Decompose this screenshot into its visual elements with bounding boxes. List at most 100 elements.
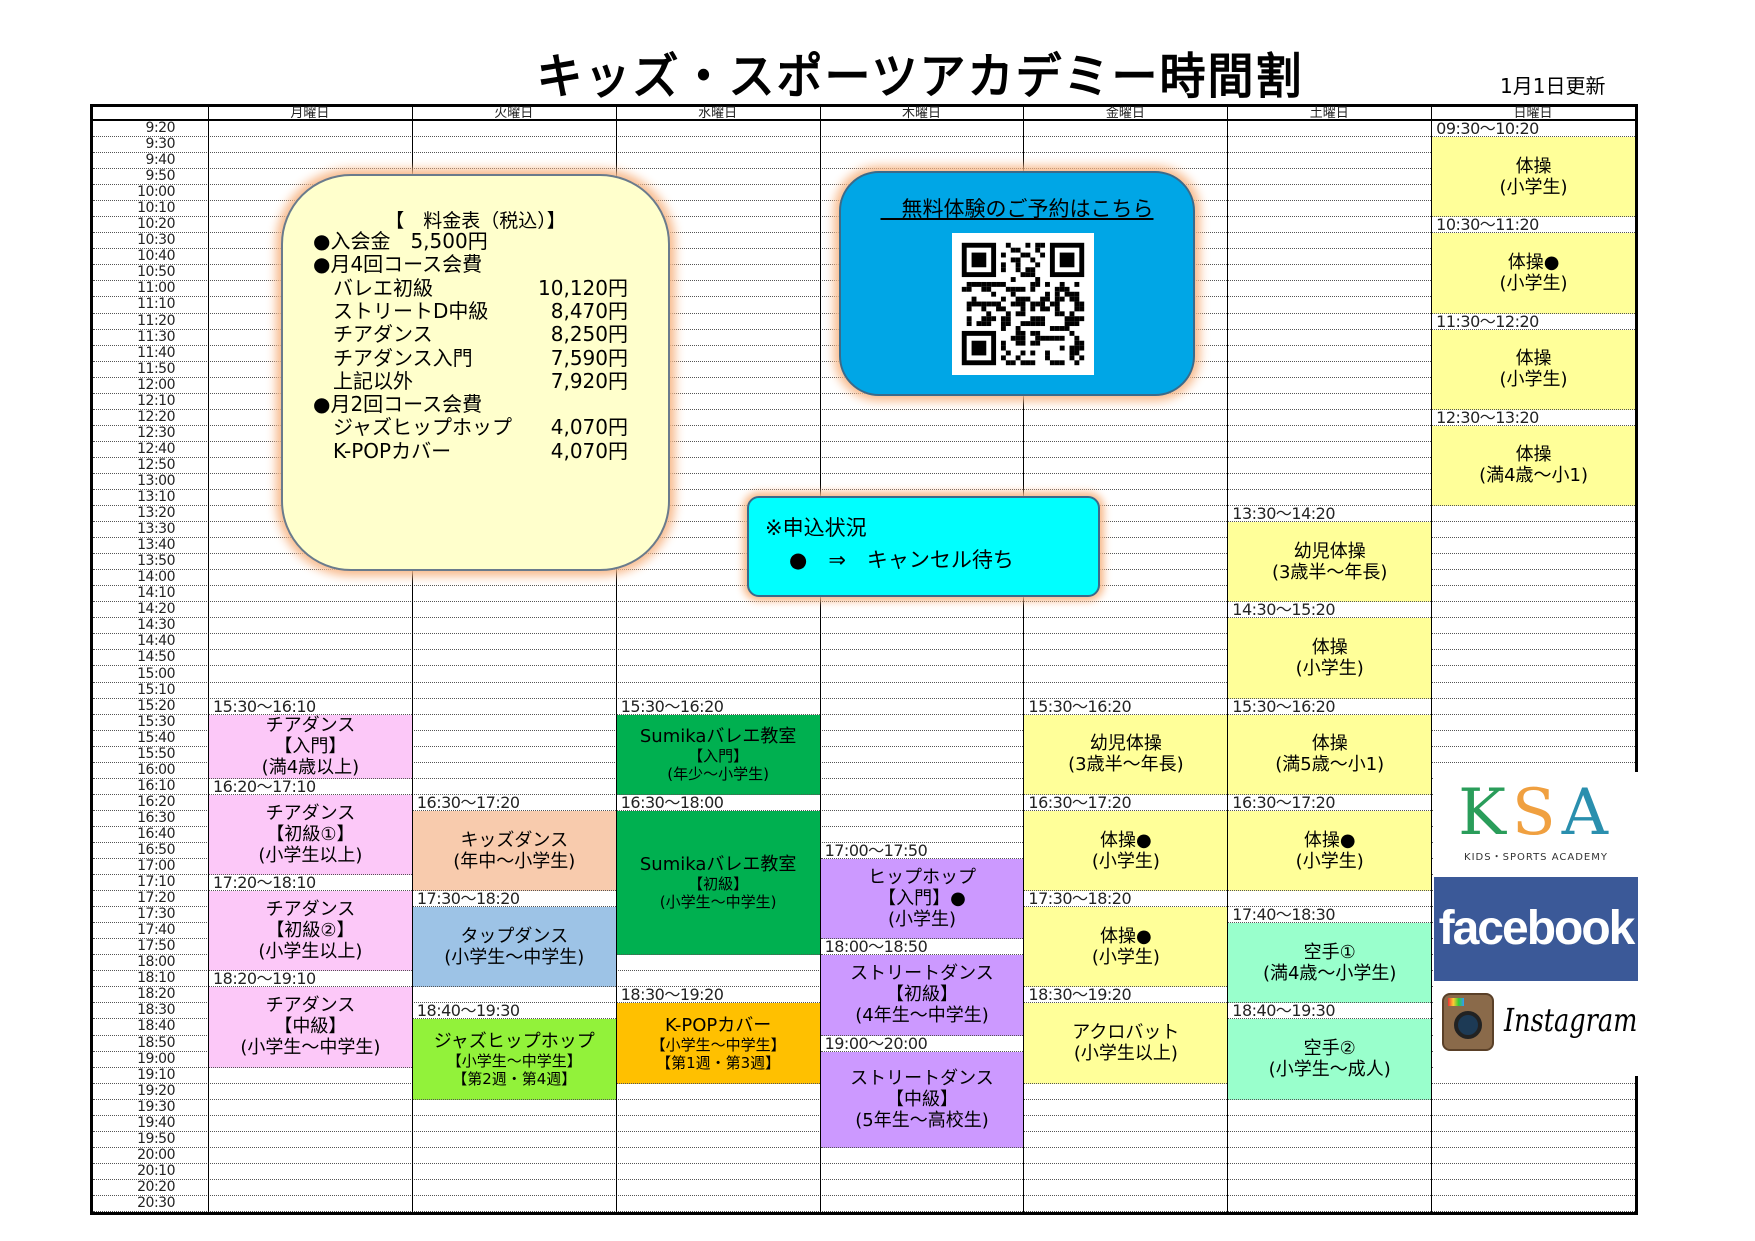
class-block[interactable]: 体操●(小学生) (1432, 233, 1635, 314)
free-trial-link[interactable]: 無料体験のご予約はこちら (880, 197, 1154, 221)
class-line: (満4歳～小学生) (1262, 962, 1397, 984)
day-header: 月曜日 (208, 107, 412, 121)
time-label: 12:30 (137, 424, 175, 441)
class-block[interactable]: 空手①(満4歳～小学生) (1228, 923, 1432, 1004)
column-divider (208, 107, 209, 1212)
class-block[interactable]: ストリートダンス【中級】(5年生～高校生) (820, 1051, 1024, 1148)
time-label: 16:00 (137, 761, 175, 778)
class-line: (小学生以上) (258, 844, 363, 866)
column-divider (1431, 107, 1433, 1212)
status-heading: ※申込状況 (765, 516, 867, 540)
time-row: 20:30 (93, 1195, 1635, 1212)
class-block[interactable]: 幼児体操(3歳半～年長) (1024, 714, 1228, 795)
time-label: 18:40 (137, 1018, 175, 1035)
time-label: 11:20 (137, 312, 175, 329)
class-block[interactable]: チアダンス【初級②】(小学生以上) (209, 891, 412, 972)
class-block[interactable]: ジャズヒップホップ【小学生～中学生】【第2週・第4週】 (412, 1019, 616, 1100)
class-line: チアダンス (265, 714, 356, 736)
time-label: 14:40 (137, 633, 175, 650)
time-label: 12:50 (137, 456, 175, 473)
facebook-link[interactable]: facebook (1434, 877, 1638, 981)
class-block[interactable]: 体操●(小学生) (1228, 810, 1432, 892)
class-block[interactable]: チアダンス【初級①】(小学生以上) (209, 794, 412, 876)
time-label: 16:40 (137, 825, 175, 842)
time-row: 14:30 (93, 618, 1635, 635)
qr-code-icon[interactable] (952, 233, 1094, 375)
class-line: (小学生～中学生) (659, 893, 777, 912)
class-line: 空手① (1303, 941, 1356, 963)
time-label: 20:00 (137, 1146, 175, 1163)
time-row: 9:40 (93, 153, 1635, 170)
class-block[interactable]: タップダンス(小学生～中学生) (412, 907, 616, 988)
time-label: 17:30 (137, 906, 175, 923)
price-item-label: ●月2回コース会費 (313, 392, 483, 417)
class-block[interactable]: チアダンス【中級】(小学生～中学生) (209, 987, 412, 1068)
time-row: 15:30 (93, 714, 1635, 731)
time-row: 20:00 (93, 1146, 1635, 1164)
class-time: 18:30～19:20 (1024, 987, 1228, 1004)
class-block[interactable]: Sumikaバレエ教室【入門】(年少～小学生) (616, 714, 820, 795)
class-block[interactable]: ストリートダンス【初級】(4年生～中学生) (820, 955, 1024, 1036)
class-block[interactable]: K-POPカバー【小学生～中学生】【第1週・第3週】 (616, 1003, 820, 1084)
class-line: (満4歳以上) (261, 756, 360, 778)
price-item-label: K-POPカバー (313, 438, 452, 463)
class-line: 【中級】 (274, 1016, 347, 1038)
price-item-value: 8,470円 (550, 298, 628, 323)
column-divider (1023, 107, 1025, 1212)
class-block[interactable]: 空手②(小学生～成人) (1228, 1019, 1432, 1100)
time-row: 20:20 (93, 1179, 1635, 1196)
time-label: 17:40 (137, 922, 175, 939)
class-block[interactable]: 体操(小学生) (1432, 137, 1635, 218)
class-line: (小学生～中学生) (240, 1037, 381, 1059)
class-block[interactable]: 体操(満4歳～小1) (1432, 425, 1635, 507)
class-block[interactable]: 幼児体操(3歳半～年長) (1228, 522, 1432, 603)
class-line: (満5歳～小1) (1275, 754, 1385, 776)
free-trial-box[interactable]: 無料体験のご予約はこちら (839, 171, 1195, 396)
price-item-value: 10,120円 (538, 275, 628, 300)
time-row: 14:20 (93, 602, 1635, 619)
instagram-link[interactable]: Instagram (1434, 981, 1638, 1076)
time-label: 17:10 (137, 874, 175, 891)
price-item-value: 4,070円 (550, 438, 628, 463)
class-block[interactable]: 体操(満5歳～小1) (1228, 714, 1432, 795)
time-label: 15:10 (137, 681, 175, 698)
class-time: 16:30～18:00 (616, 794, 820, 811)
class-time: 11:30～12:20 (1432, 313, 1635, 330)
time-label: 19:10 (137, 1066, 175, 1083)
class-block[interactable]: 体操(小学生) (1432, 329, 1635, 410)
class-block[interactable]: 体操(小学生) (1228, 618, 1432, 699)
time-row: 16:00 (93, 761, 1635, 779)
class-block[interactable]: 体操●(小学生) (1024, 810, 1228, 892)
time-label: 9:50 (145, 168, 176, 185)
class-line: 体操● (1099, 925, 1152, 947)
price-item-value: 7,920円 (550, 368, 628, 393)
class-block[interactable]: チアダンス【入門】(満4歳以上) (209, 714, 412, 779)
class-block[interactable]: アクロバット(小学生以上) (1024, 1003, 1228, 1084)
price-item-label: チアダンス入門 (313, 345, 473, 370)
time-label: 15:50 (137, 745, 175, 762)
time-label: 16:30 (137, 809, 175, 826)
class-block[interactable]: キッズダンス(年中～小学生) (412, 810, 616, 892)
class-block[interactable]: 体操●(小学生) (1024, 907, 1228, 988)
class-block[interactable]: Sumikaバレエ教室【初級】(小学生～中学生) (616, 810, 820, 956)
class-line: 【初級】 (688, 875, 749, 894)
price-item-label: バレエ初級 (313, 275, 433, 300)
class-line: ジャズヒップホップ (433, 1030, 595, 1052)
page-title: キッズ・スポーツアカデミー時間割 (536, 47, 1304, 105)
class-time: 18:20～19:10 (209, 971, 412, 988)
ksa-logo[interactable]: KSA KIDS・SPORTS ACADEMY (1434, 772, 1638, 877)
class-line: 幼児体操 (1293, 540, 1366, 562)
day-header: 日曜日 (1431, 107, 1635, 121)
class-line: 【第1週・第3週】 (656, 1053, 781, 1072)
class-block[interactable]: ヒップホップ【入門】●(小学生) (820, 859, 1024, 940)
time-row: 12:20 (93, 409, 1635, 426)
time-label: 13:20 (137, 505, 175, 522)
class-line: (年中～小学生) (453, 850, 576, 872)
class-time: 17:40～18:30 (1228, 907, 1432, 924)
day-header: 水曜日 (615, 107, 820, 121)
class-line: (小学生～中学生) (444, 946, 585, 968)
time-label: 19:40 (137, 1114, 175, 1131)
price-item-label: チアダンス (313, 322, 433, 347)
time-label: 18:50 (137, 1034, 175, 1051)
class-line: (年少～小学生) (667, 764, 769, 783)
